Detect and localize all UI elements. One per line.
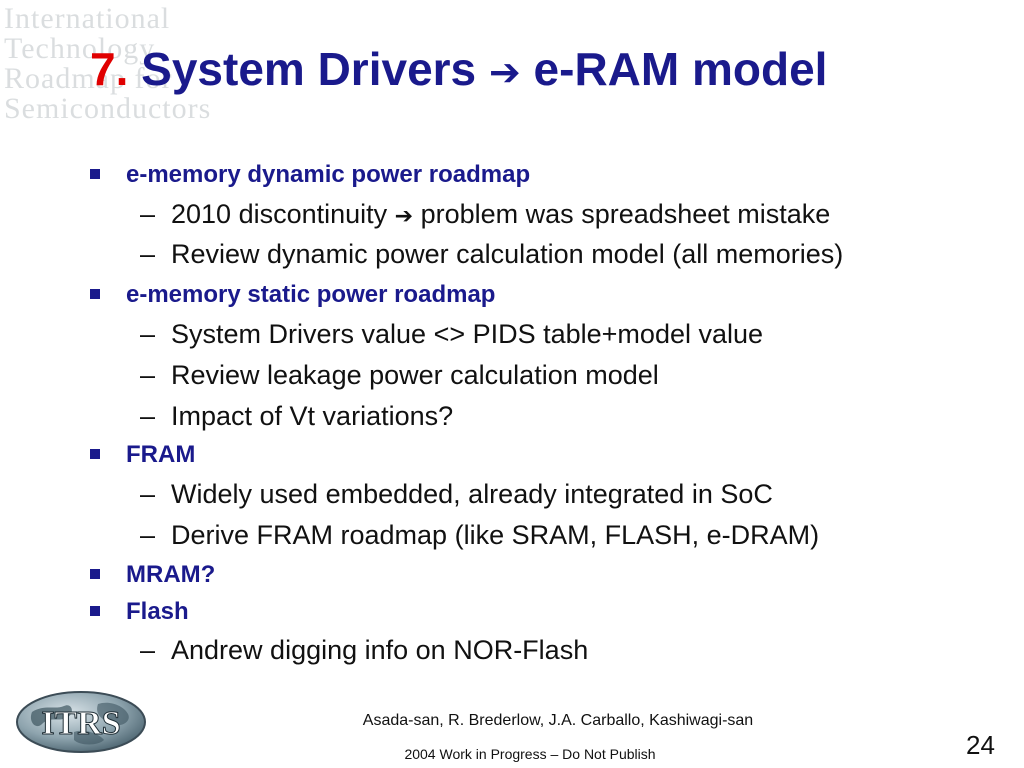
square-bullet-icon	[90, 289, 100, 299]
bullet-text: FRAM	[126, 441, 196, 468]
bullet-list: e-memory dynamic power roadmap – 2010 di…	[90, 161, 844, 665]
bullet-text: Flash	[126, 598, 189, 625]
slide-title: 7. System Drivers ➔ e-RAM model	[90, 42, 827, 99]
square-bullet-icon	[90, 569, 100, 579]
watermark-line: Technology	[4, 32, 156, 65]
dash-marker: –	[140, 635, 156, 665]
sub-bullet-text: Andrew digging info on NOR-Flash	[171, 635, 589, 665]
square-bullet-icon	[90, 449, 100, 459]
dash-marker: –	[140, 319, 156, 349]
dash-marker: –	[140, 199, 156, 229]
watermark-line: Semiconductors	[4, 92, 212, 125]
page-number: 24	[966, 730, 995, 760]
sub-bullet-text-part: 2010 discontinuity	[171, 199, 388, 229]
title-number: 7.	[90, 43, 129, 95]
sub-bullet-text: 2010 discontinuity ➔ problem was spreads…	[171, 198, 830, 233]
dash-marker: –	[140, 360, 156, 390]
sub-bullet-text: Impact of Vt variations?	[171, 401, 454, 431]
sub-bullet-text: Derive FRAM roadmap (like SRAM, FLASH, e…	[171, 520, 820, 550]
dash-marker: –	[140, 520, 156, 550]
bullet-text: e-memory dynamic power roadmap	[126, 161, 531, 188]
bullet-text: e-memory static power roadmap	[126, 281, 496, 308]
square-bullet-icon	[90, 606, 100, 616]
itrs-watermark: International Technology Roadmap for Sem…	[0, 0, 300, 190]
footer-authors: Asada-san, R. Brederlow, J.A. Carballo, …	[362, 712, 754, 729]
title-right: e-RAM model	[533, 43, 828, 95]
dash-marker: –	[140, 401, 156, 431]
sub-bullet-text: Review leakage power calculation model	[171, 360, 659, 390]
title-left: System Drivers	[141, 43, 477, 95]
watermark-line: International	[4, 2, 171, 35]
square-bullet-icon	[90, 169, 100, 179]
right-arrow-icon: ➔	[488, 50, 521, 94]
footer-notice: 2004 Work in Progress – Do Not Publish	[404, 746, 656, 762]
itrs-logo: ITRS	[16, 691, 146, 753]
sub-bullet-text: Widely used embedded, already integrated…	[171, 479, 773, 509]
watermark-line: Roadmap for	[4, 62, 173, 95]
bullet-text: MRAM?	[126, 561, 216, 588]
right-arrow-icon: ➔	[394, 204, 414, 229]
sub-bullet-text-part: problem was spreadsheet mistake	[420, 199, 831, 229]
sub-bullet-text: System Drivers value <> PIDS table+model…	[171, 319, 764, 349]
sub-bullet-text: Review dynamic power calculation model (…	[171, 239, 844, 269]
dash-marker: –	[140, 479, 156, 509]
logo-text: ITRS	[41, 705, 120, 742]
dash-marker: –	[140, 239, 156, 269]
